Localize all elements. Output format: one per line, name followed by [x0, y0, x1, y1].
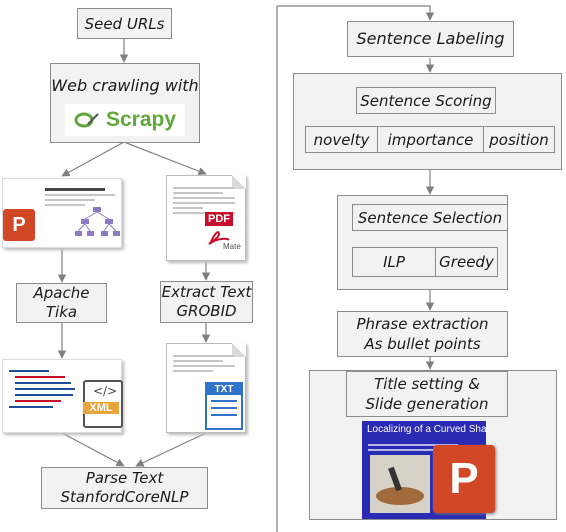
powerpoint-output-icon: P — [433, 445, 495, 513]
feature-position: position — [483, 126, 555, 153]
scrapy-logo: Scrapy — [65, 104, 185, 136]
sentence-scoring-label: Sentence Scoring — [360, 91, 492, 110]
arrow-top-to-labeling — [277, 5, 435, 21]
web-crawling-box: Web crawling with Scrapy — [50, 63, 200, 143]
sentence-labeling-label: Sentence Labeling — [356, 29, 505, 48]
web-crawling-label: Web crawling with — [51, 76, 199, 95]
feature-importance: importance — [377, 126, 484, 153]
slide-bullets — [368, 441, 458, 454]
extract-text-label: Extract Text — [161, 283, 252, 301]
grobid-label: GROBID — [176, 302, 237, 320]
stanford-label: StanfordCoreNLP — [60, 488, 189, 506]
sentence-scoring-box: Sentence Scoring — [356, 87, 496, 114]
seed-urls-label: Seed URLs — [84, 14, 165, 33]
slide-photo — [370, 455, 430, 513]
parse-text-box: Parse Text StanfordCoreNLP — [41, 467, 208, 509]
sentence-labeling-box: Sentence Labeling — [347, 21, 514, 57]
ilp-label: ILP — [383, 253, 405, 271]
method-ilp: ILP — [352, 247, 436, 277]
parse-text-label: Parse Text — [85, 469, 164, 487]
arrow-crawl-to-ppt — [61, 141, 125, 177]
importance-label: importance — [387, 130, 474, 149]
feature-novelty: novelty — [305, 126, 378, 153]
arrow-xml-to-parse — [61, 432, 125, 467]
extract-text-grobid-box: Extract Text GROBID — [160, 281, 253, 323]
scrapy-logo-text: Scrapy — [105, 108, 177, 131]
acrobat-icon — [208, 231, 230, 245]
bullet-points-label: As bullet points — [364, 335, 481, 353]
method-greedy: Greedy — [435, 247, 498, 277]
apache-tika-box: Apache Tika — [16, 283, 107, 323]
pdf-source-thumbnail: PDF Mate — [166, 175, 246, 261]
arrow-crawl-to-pdf — [123, 141, 207, 176]
xml-code-lines — [9, 366, 79, 412]
arrow-txt-to-parse — [135, 432, 207, 467]
title-setting-box: Title setting & Slide generation — [346, 371, 508, 417]
txt-badge: TXT — [207, 384, 241, 395]
tika-label: Tika — [45, 303, 78, 321]
ppt-slide-content — [41, 185, 119, 209]
slide-generation-label: Slide generation — [365, 395, 489, 413]
sentence-selection-label: Sentence Selection — [357, 208, 503, 227]
pdf-text-lines — [169, 184, 239, 217]
phrase-extraction-label: Phrase extraction — [356, 315, 489, 333]
xml-file-icon: </> XML — [83, 380, 123, 428]
novelty-label: novelty — [313, 130, 370, 149]
xml-output-thumbnail: </> XML — [2, 359, 123, 433]
sentence-selection-box: Sentence Selection — [352, 204, 508, 231]
txt-file-icon: TXT — [205, 382, 243, 430]
mate-label: Mate — [223, 242, 241, 251]
xml-badge: XML — [83, 402, 119, 414]
phrase-extraction-box: Phrase extraction As bullet points — [337, 311, 508, 357]
ppt-source-thumbnail: P — [2, 178, 122, 248]
txt-output-thumbnail: TXT — [166, 343, 246, 433]
title-setting-label: Title setting & — [374, 375, 480, 393]
seed-urls-box: Seed URLs — [77, 8, 172, 39]
pdf-icon: PDF — [205, 212, 233, 226]
apache-label: Apache — [33, 284, 90, 302]
greedy-label: Greedy — [439, 253, 494, 271]
scrapy-spatula-icon — [74, 112, 99, 128]
position-label: position — [489, 130, 549, 149]
powerpoint-icon: P — [3, 209, 35, 241]
txt-text-lines — [169, 352, 239, 375]
tree-diagram-icon — [75, 207, 120, 236]
slide-title: Localizing of a Curved Shape — [367, 424, 486, 435]
